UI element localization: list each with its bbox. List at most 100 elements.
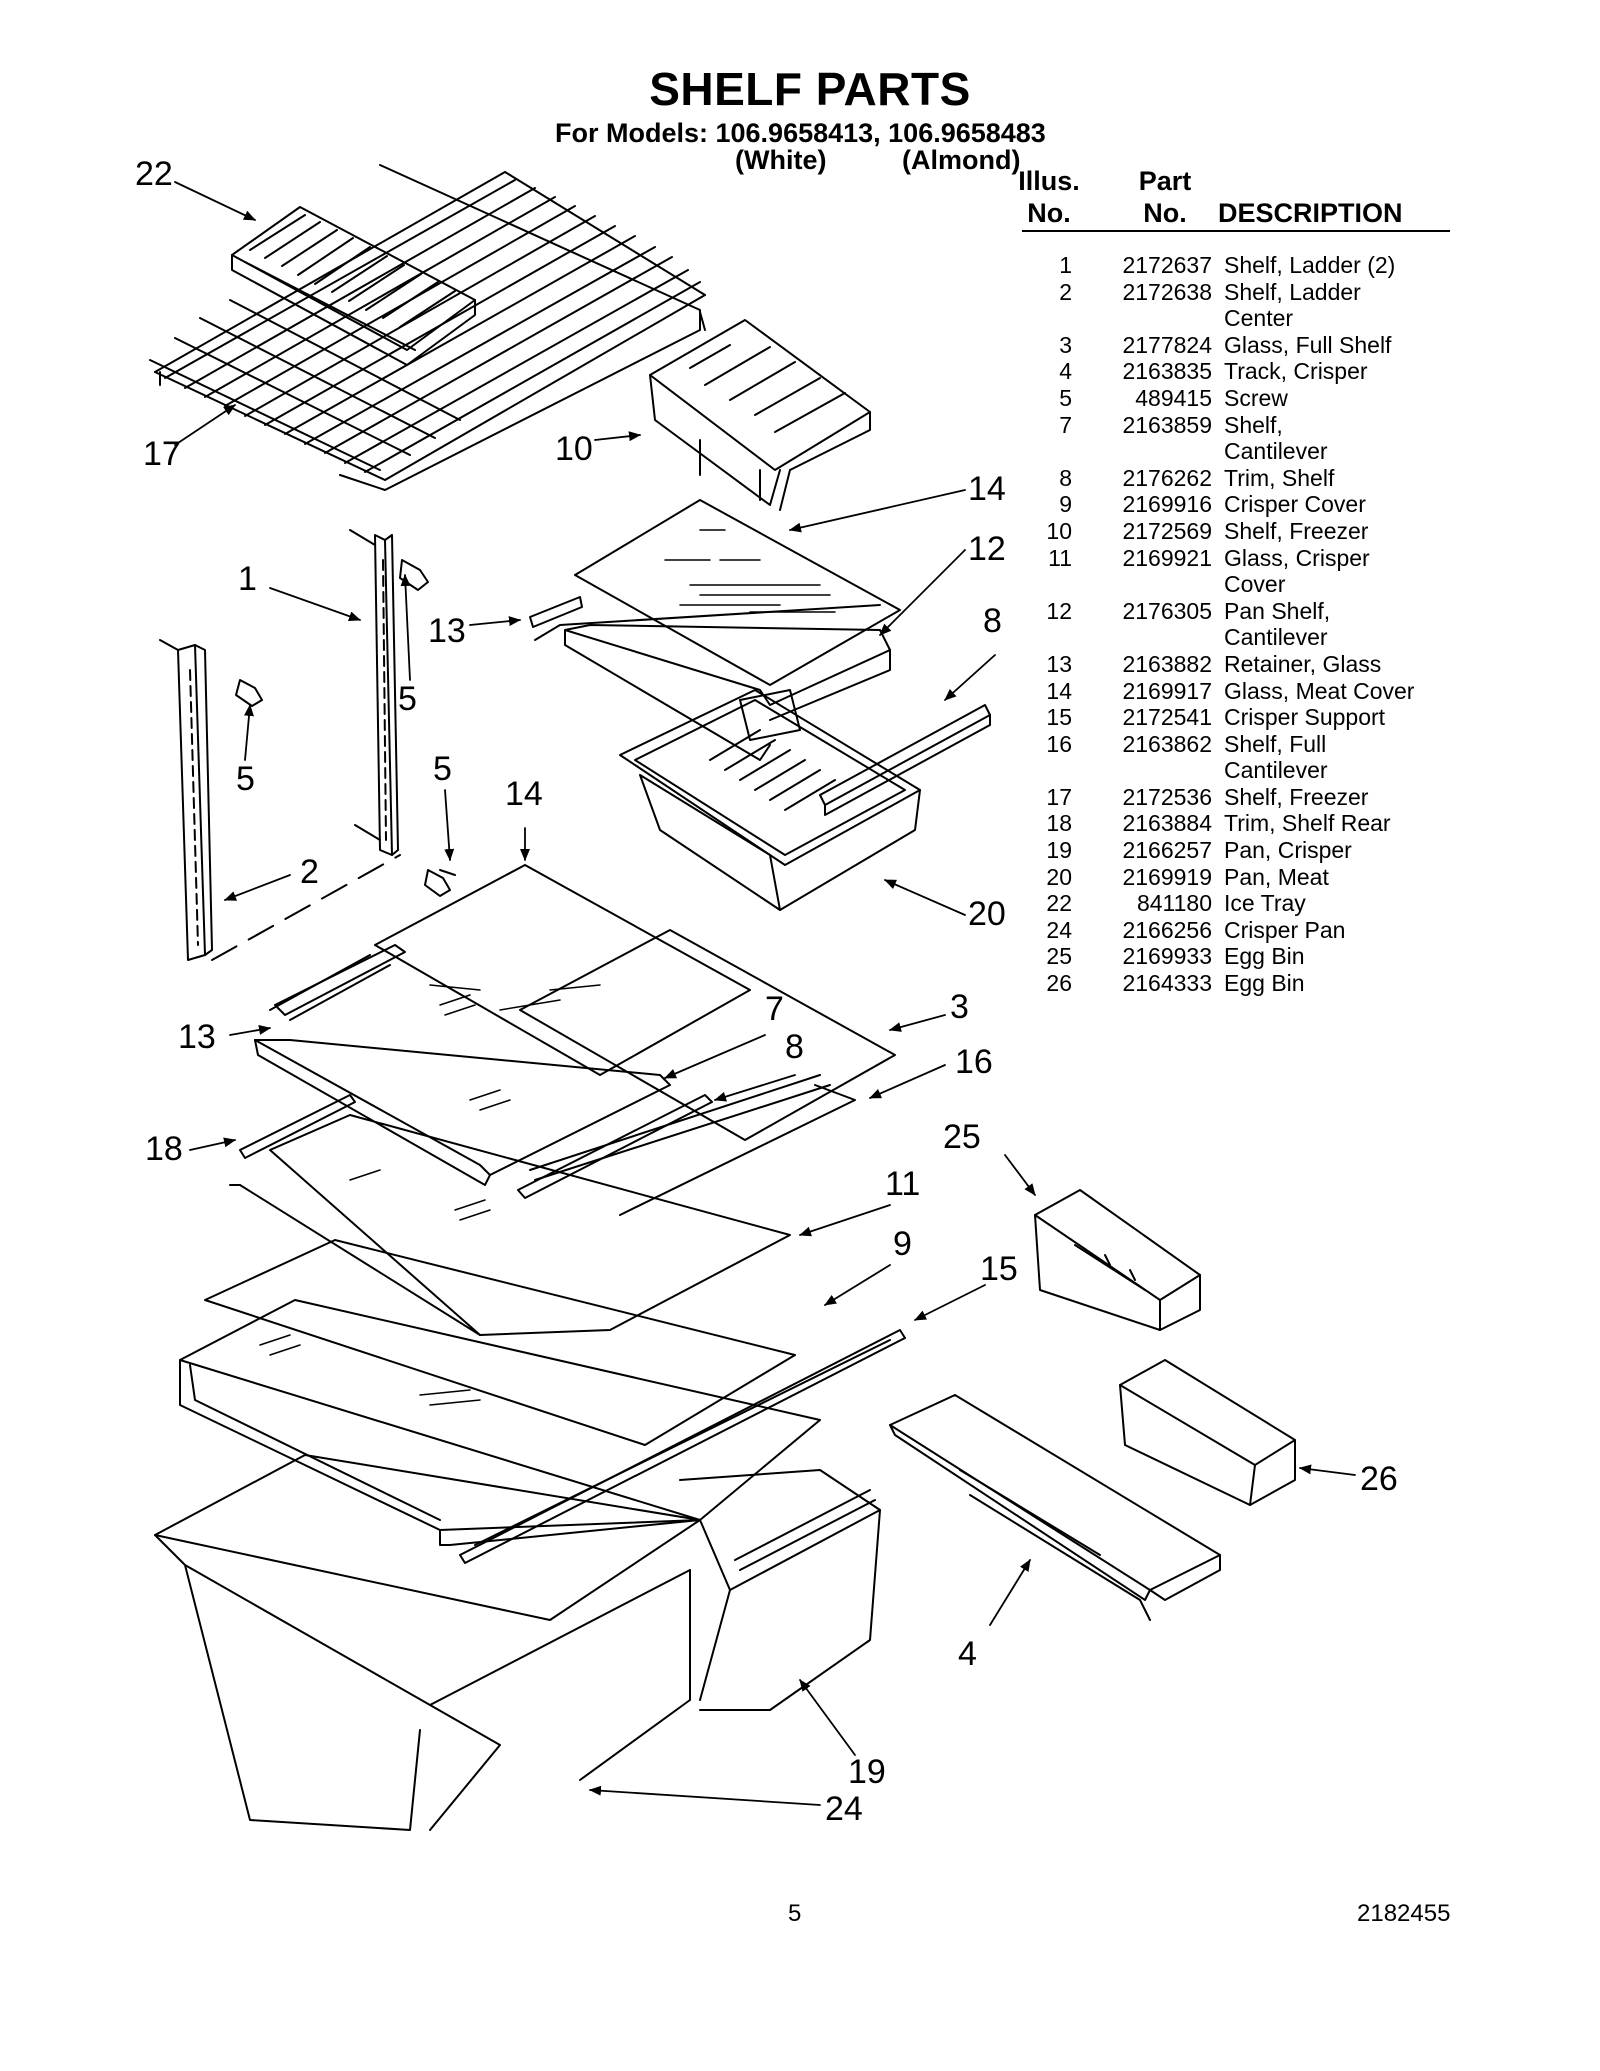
part-number: 2166256 [1122, 916, 1212, 943]
part-description: Shelf, Ladder (2) [1224, 252, 1396, 278]
description-header: DESCRIPTION [1218, 198, 1403, 228]
part-description: Shelf, Ladder [1224, 278, 1361, 305]
part-description-continued: Cover [1224, 571, 1286, 598]
illus-number: 8 [1059, 464, 1072, 491]
callout-10: 10 [555, 430, 593, 468]
callout-7: 7 [765, 990, 784, 1028]
callout-5-a: 5 [398, 680, 417, 718]
part-description: Trim, Shelf [1224, 464, 1335, 491]
illus-number: 24 [1046, 916, 1072, 943]
part-description: Egg Bin [1224, 943, 1305, 970]
parts-row: 1 2172637 Shelf, Ladder (2) [1022, 252, 1462, 279]
part-number: 2169921 [1122, 544, 1212, 571]
illus-number: 20 [1046, 863, 1072, 890]
callout-22: 22 [135, 155, 173, 193]
crisper-track-4-drawing [889, 1394, 1221, 1621]
part-number: 2172637 [1122, 252, 1212, 278]
callout-8-upper: 8 [983, 602, 1002, 640]
illus-header-line2: No. [1027, 198, 1071, 228]
illus-number: 14 [1046, 677, 1072, 704]
part-description-continued: Center [1224, 305, 1294, 332]
part-description: Glass, Meat Cover [1224, 677, 1415, 704]
part-number: 2176305 [1122, 597, 1212, 624]
part-number: 489415 [1135, 384, 1212, 411]
parts-row: 10 2172569 Shelf, Freezer [1022, 518, 1462, 545]
callout-15: 15 [980, 1250, 1018, 1288]
header-rule [1022, 230, 1450, 232]
leader-lines [174, 181, 1356, 1806]
screws-5-drawing [235, 559, 456, 897]
part-number: 2163835 [1122, 358, 1212, 385]
callout-24: 24 [825, 1790, 863, 1828]
egg-bin-26-drawing [1119, 1359, 1296, 1506]
callout-19: 19 [848, 1753, 886, 1791]
part-description: Retainer, Glass [1224, 650, 1382, 677]
page-number: 5 [788, 1900, 802, 1927]
parts-row: 22 841180 Ice Tray [1022, 890, 1462, 917]
ladder-shelf-center-2-drawing [159, 639, 401, 961]
parts-row: 12 2176305 Pan Shelf, [1022, 598, 1462, 625]
pan-shelf-group-drawing [529, 499, 901, 761]
callout-3: 3 [950, 988, 969, 1026]
part-number: 2172569 [1122, 517, 1212, 544]
part-description: Shelf, Full [1224, 730, 1327, 757]
part-description: Trim, Shelf Rear [1224, 810, 1391, 837]
part-description: Crisper Support [1224, 704, 1386, 731]
part-number: 2163862 [1122, 730, 1212, 757]
crisper-group-drawing [154, 1239, 906, 1831]
illus-number: 18 [1046, 810, 1072, 837]
part-description: Crisper Pan [1224, 916, 1346, 943]
color-white: (White) [735, 145, 827, 175]
part-number: 841180 [1136, 890, 1212, 917]
freezer-shelf-10-drawing [649, 319, 871, 511]
callout-9: 9 [893, 1225, 912, 1263]
illus-number: 10 [1046, 517, 1072, 544]
part-description: Egg Bin [1224, 970, 1305, 997]
part-description: Pan, Meat [1224, 863, 1329, 890]
callout-1: 1 [238, 560, 257, 598]
illus-number: 12 [1046, 597, 1072, 624]
part-description: Glass, Full Shelf [1224, 331, 1392, 358]
models-line: For Models: 106.9658413, 106.9658483 [555, 118, 1046, 148]
part-description: Track, Crisper [1224, 358, 1368, 385]
illus-number: 15 [1046, 704, 1072, 731]
part-number: 2177824 [1122, 331, 1212, 358]
part-description-continued: Cantilever [1224, 624, 1328, 651]
illus-header: Illus. No. [1013, 165, 1085, 229]
freezer-shelf-17-drawing [149, 164, 706, 491]
parts-row: 24 2166256 Crisper Pan [1022, 917, 1462, 944]
part-header-line2: No. [1143, 198, 1187, 228]
part-number: 2163884 [1122, 810, 1212, 837]
part-description-continued: Cantilever [1224, 438, 1328, 465]
part-description: Ice Tray [1224, 890, 1306, 917]
part-number: 2172536 [1122, 783, 1212, 810]
callout-12: 12 [968, 530, 1006, 568]
illus-header-line1: Illus. [1018, 166, 1080, 196]
part-description: Shelf, Freezer [1224, 517, 1369, 544]
callout-2: 2 [300, 853, 319, 891]
meat-pan-20-drawing [619, 689, 921, 911]
part-description: Pan Shelf, [1224, 597, 1331, 624]
egg-bin-25-drawing [1034, 1189, 1201, 1331]
callout-labels: 22 17 10 14 12 1 13 8 5 5 5 14 2 20 13 7… [135, 155, 1398, 1828]
part-description: Crisper Cover [1224, 491, 1366, 518]
illus-number: 26 [1046, 970, 1072, 997]
illus-number: 22 [1046, 890, 1072, 917]
callout-13-lower: 13 [178, 1018, 216, 1056]
trim-8-drawing [819, 704, 991, 816]
callout-14-upper: 14 [968, 470, 1006, 508]
part-number: 2163859 [1122, 411, 1212, 438]
illus-number: 1 [1059, 252, 1072, 278]
callout-17: 17 [143, 435, 181, 473]
callout-8-lower: 8 [785, 1028, 804, 1066]
illus-number: 2 [1059, 278, 1072, 305]
